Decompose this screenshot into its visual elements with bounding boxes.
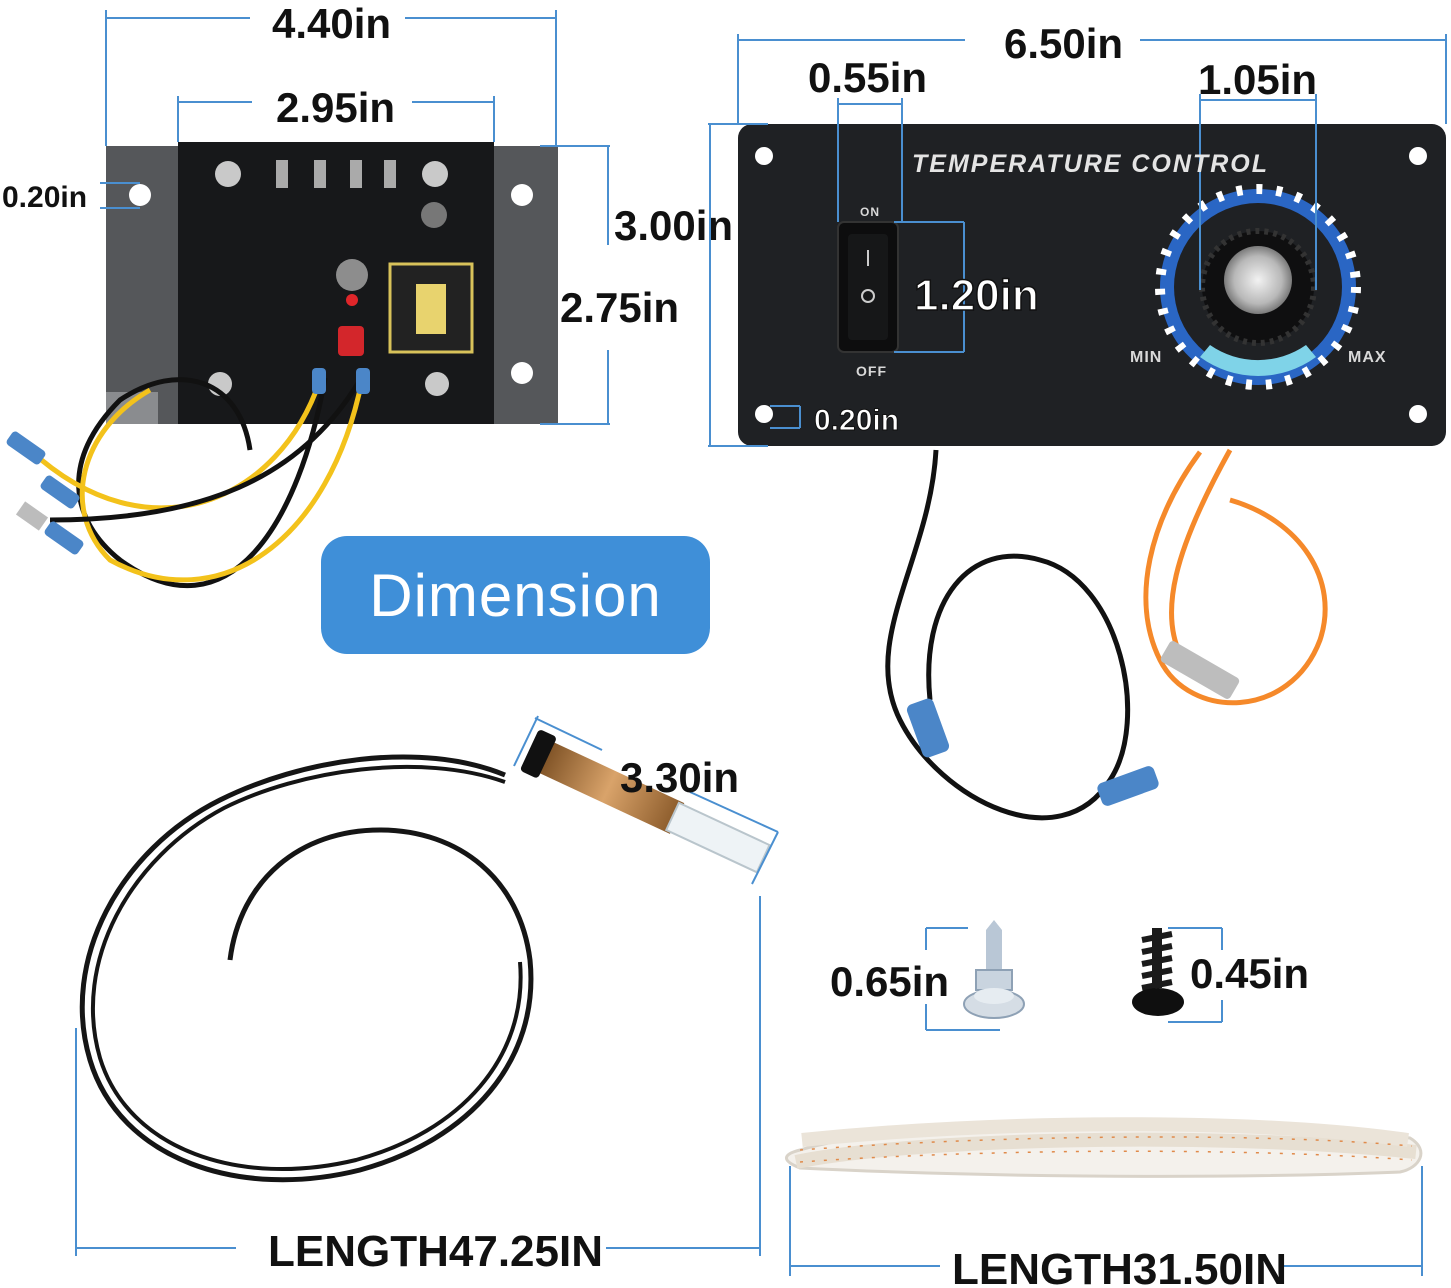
panel-dimension-lines (708, 34, 1447, 447)
hex-screw (963, 920, 1025, 1019)
panel-width: 6.50in (1004, 20, 1123, 67)
control-board (6, 142, 558, 589)
status-led (346, 294, 358, 306)
mounting-hole (129, 184, 151, 206)
wire-connectors (6, 368, 370, 555)
mounting-hole (511, 362, 533, 384)
panel-black-wire (885, 449, 1131, 821)
panel-hole (1409, 405, 1427, 423)
board-hole-offset: 0.20in (2, 181, 87, 214)
switch-off-label: OFF (856, 363, 887, 379)
dial-min-label: MIN (1130, 349, 1162, 366)
probe-grommet (520, 730, 556, 778)
dial-max-label: MAX (1348, 349, 1387, 366)
gasket-rope (785, 1117, 1423, 1178)
probe-tip-length: 3.30in (620, 754, 739, 801)
yellow-wire (79, 379, 365, 583)
screw-dimension-lines (925, 927, 1223, 1031)
probe-dimension-lines (75, 715, 779, 1256)
panel-title: TEMPERATURE CONTROL (912, 150, 1269, 178)
panel-hole-offset: 0.20in (814, 404, 899, 437)
gasket-length: LENGTH31.50IN (952, 1245, 1287, 1288)
switch-width: 0.55in (808, 54, 927, 101)
knob-cap (1224, 246, 1292, 314)
switch-on-label: ON (860, 205, 880, 219)
dimension-badge: Dimension (321, 536, 710, 654)
black-screw-length: 0.45in (1190, 950, 1309, 997)
board-height-outer: 3.00in (614, 202, 733, 249)
knob-width: 1.05in (1198, 56, 1317, 103)
probe-sleeve (533, 739, 685, 834)
board-width-inner: 2.95in (276, 84, 395, 131)
panel-connectors (906, 641, 1240, 806)
capacitor (338, 326, 364, 356)
board-height-inner: 2.75in (560, 284, 679, 331)
mounting-hole (511, 184, 533, 206)
black-screw (1132, 928, 1184, 1016)
dimension-badge-label: Dimension (369, 561, 662, 629)
panel-hole (1409, 147, 1427, 165)
probe-tip (664, 801, 771, 874)
temperature-panel (738, 124, 1446, 821)
board-width-total: 4.40in (272, 0, 391, 47)
transformer-core (416, 284, 446, 334)
probe-cable (79, 754, 534, 1183)
panel-orange-wire (1143, 450, 1328, 706)
switch-height: 1.20in (914, 271, 1039, 320)
hex-screw-length: 0.65in (830, 958, 949, 1005)
spade-terminals (276, 160, 396, 188)
panel-hole (755, 147, 773, 165)
panel-hole (755, 405, 773, 423)
gasket-dimension-lines (789, 1166, 1423, 1276)
relay-can (336, 259, 368, 291)
board-dimension-lines (100, 10, 610, 425)
probe-cable-length: LENGTH47.25IN (268, 1227, 603, 1276)
temperature-probe (79, 730, 771, 1183)
